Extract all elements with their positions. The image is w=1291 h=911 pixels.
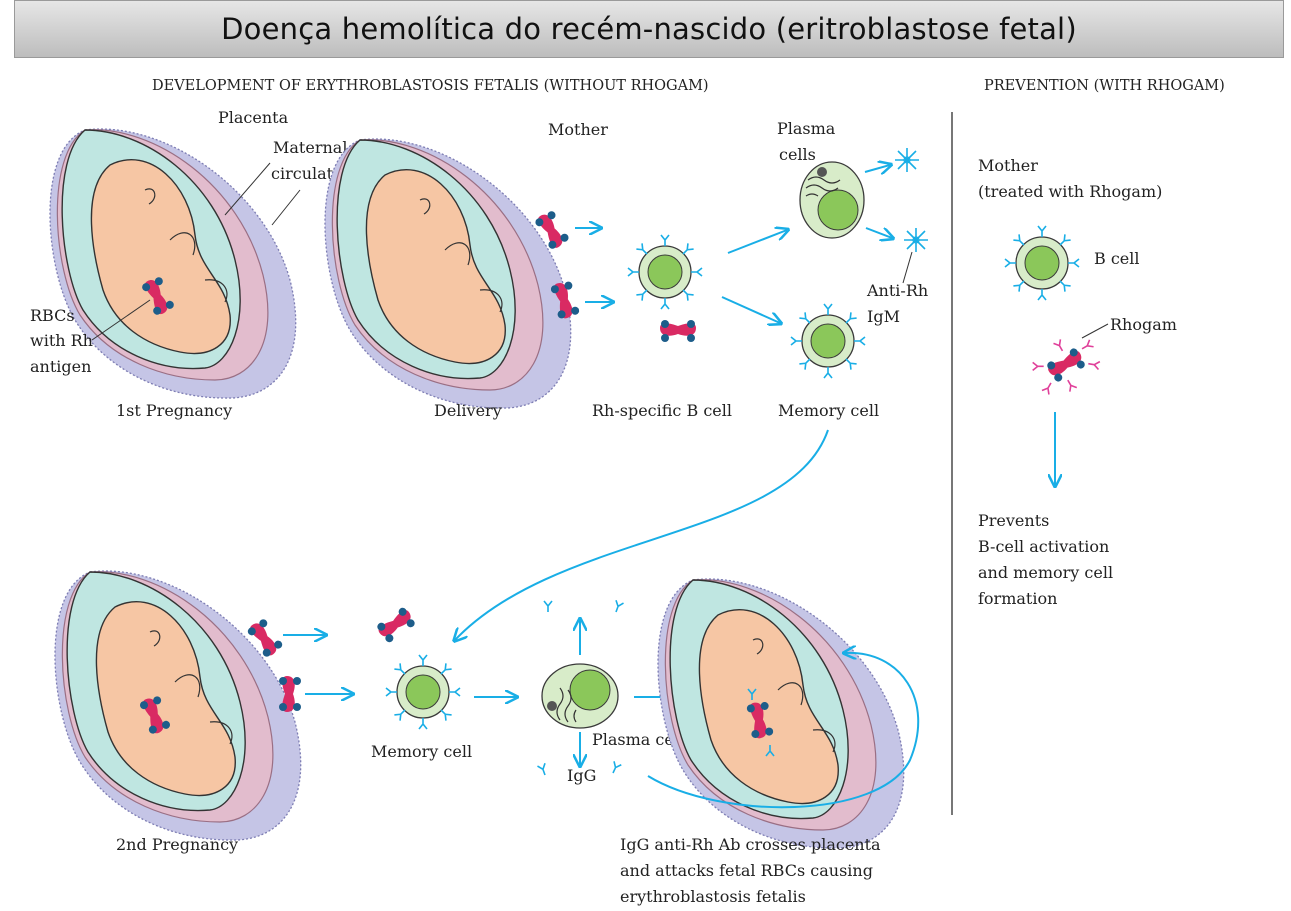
- rh-specific-b-cell: [628, 235, 702, 309]
- label-igg: IgG: [567, 766, 596, 785]
- delivery-womb: [324, 138, 572, 409]
- label-rh-b-cell: Rh-specific B cell: [592, 401, 732, 420]
- arrow-to-memory: [721, 296, 780, 323]
- label-plasma-1: Plasma: [777, 119, 836, 138]
- memory-cell-top: [791, 304, 865, 378]
- arrow-to-plasma: [727, 230, 787, 254]
- label-memory-cell-top: Memory cell: [778, 401, 879, 420]
- second-pregnancy-womb: [54, 570, 302, 841]
- free-rbc: [374, 605, 418, 645]
- label-maternal-1: Maternal: [273, 138, 347, 157]
- label-delivery: Delivery: [434, 401, 502, 420]
- header-prevention: PREVENTION (WITH RHOGAM): [984, 78, 1225, 94]
- memory-cell-bottom: [386, 655, 460, 729]
- label-first-pregnancy: 1st Pregnancy: [116, 401, 232, 420]
- label-rbcs-2: with Rh: [30, 331, 93, 350]
- label-b-cell: B cell: [1094, 249, 1140, 268]
- label-rbcs-1: RBCs: [30, 306, 75, 325]
- label-plasma-cells: Plasma cells: [592, 730, 692, 749]
- label-prevents-1: Prevents: [978, 511, 1049, 530]
- caption-line-1: IgG anti-Rh Ab crosses placenta: [620, 835, 881, 854]
- label-prevents-2: B-cell activation: [978, 537, 1109, 556]
- free-rbc: [660, 320, 696, 342]
- label-plasma-2: cells: [779, 145, 816, 164]
- rhogam-coated-rbc: [1031, 338, 1101, 396]
- label-memory-cell-bottom: Memory cell: [371, 742, 472, 761]
- label-prev-mother-2: (treated with Rhogam): [978, 182, 1162, 201]
- igm-icon: [903, 227, 929, 253]
- label-mother: Mother: [548, 120, 608, 139]
- plasma-cell-bottom: [541, 663, 619, 729]
- label-rbcs-3: antigen: [30, 357, 91, 376]
- label-second-pregnancy: 2nd Pregnancy: [116, 835, 238, 854]
- slide-title: Doença hemolítica do recém-nascido (erit…: [221, 12, 1077, 46]
- arrow-igm-2: [865, 227, 892, 238]
- label-anti-rh-1: Anti-Rh: [866, 281, 928, 300]
- arrow-igg-crosses-placenta: [647, 653, 920, 809]
- label-prevents-3: and memory cell: [978, 563, 1113, 582]
- igg-icon: [611, 599, 625, 615]
- title-bar: Doença hemolítica do recém-nascido (erit…: [14, 0, 1284, 58]
- caption-line-2: and attacks fetal RBCs causing: [620, 861, 873, 880]
- igg-icon: [608, 760, 623, 776]
- arrow-memory-to-second: [455, 429, 829, 640]
- label-prevents-4: formation: [978, 589, 1057, 608]
- arrow-igm-1: [864, 165, 890, 172]
- label-placenta: Placenta: [218, 108, 289, 127]
- label-anti-rh-2: IgM: [867, 307, 900, 326]
- caption-line-3: erythroblastosis fetalis: [620, 887, 806, 906]
- rhogam-pointer: [1081, 323, 1109, 339]
- igg-icon: [536, 762, 550, 778]
- rbc-pointer: [91, 299, 151, 341]
- prevention-b-cell: [1005, 226, 1079, 300]
- igg-icon: [543, 600, 553, 613]
- label-prev-mother-1: Mother: [978, 156, 1038, 175]
- label-rhogam: Rhogam: [1110, 315, 1177, 334]
- maternal-pointer: [271, 189, 301, 226]
- igm-icon: [894, 147, 920, 173]
- header-development: DEVELOPMENT OF ERYTHROBLASTOSIS FETALIS …: [152, 78, 709, 94]
- plasma-cell-top: [799, 161, 865, 239]
- igm-pointer: [902, 251, 913, 284]
- placenta-pointer: [224, 162, 271, 216]
